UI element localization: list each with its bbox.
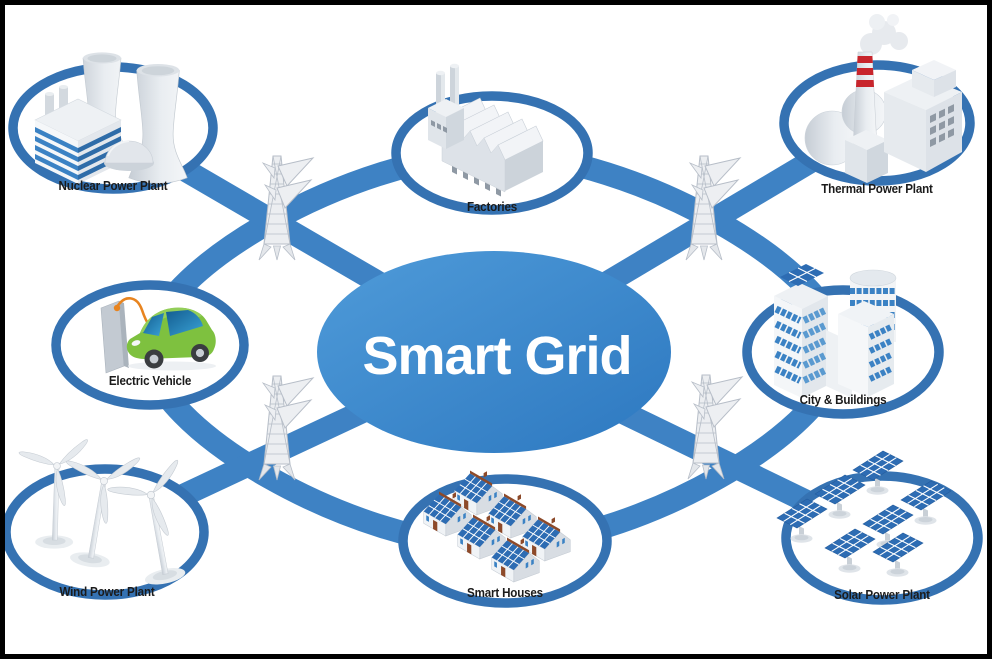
factory-icon — [428, 63, 544, 197]
node-label-electric-vehicle: Electric Vehicle — [108, 374, 192, 388]
nuclear-plant-icon — [34, 51, 188, 184]
node-label-nuclear-power-plant: Nuclear Power Plant — [58, 179, 168, 193]
charging-cable — [115, 297, 151, 327]
plant-building — [884, 60, 962, 172]
center-hub-title: Smart Grid — [362, 325, 632, 386]
building-right — [838, 301, 894, 397]
node-label-smart-houses: Smart Houses — [467, 586, 543, 600]
node-ring-solar — [781, 471, 983, 605]
nuclear-chimneys — [45, 85, 68, 127]
electric-car-icon — [100, 297, 216, 374]
city-buildings-icon — [774, 264, 897, 398]
reactor-dome — [104, 140, 154, 171]
thermal-plant-icon — [804, 14, 962, 183]
chimney-base — [845, 130, 888, 183]
factory-chimneys — [436, 63, 459, 110]
node-label-factories: Factories — [466, 200, 518, 214]
striped-chimney — [852, 51, 878, 149]
node-label-wind-power-plant: Wind Power Plant — [59, 585, 155, 599]
node-label-thermal-power-plant: Thermal Power Plant — [821, 182, 933, 196]
rooftop-solar — [780, 264, 824, 286]
green-car — [126, 307, 216, 371]
factory-front-block — [428, 99, 464, 149]
node-label-solar-power-plant: Solar Power Plant — [834, 588, 930, 602]
tower-left — [774, 264, 828, 398]
center-hub — [317, 251, 671, 453]
smoke — [860, 14, 908, 55]
node-label-city-buildings: City & Buildings — [799, 393, 887, 407]
